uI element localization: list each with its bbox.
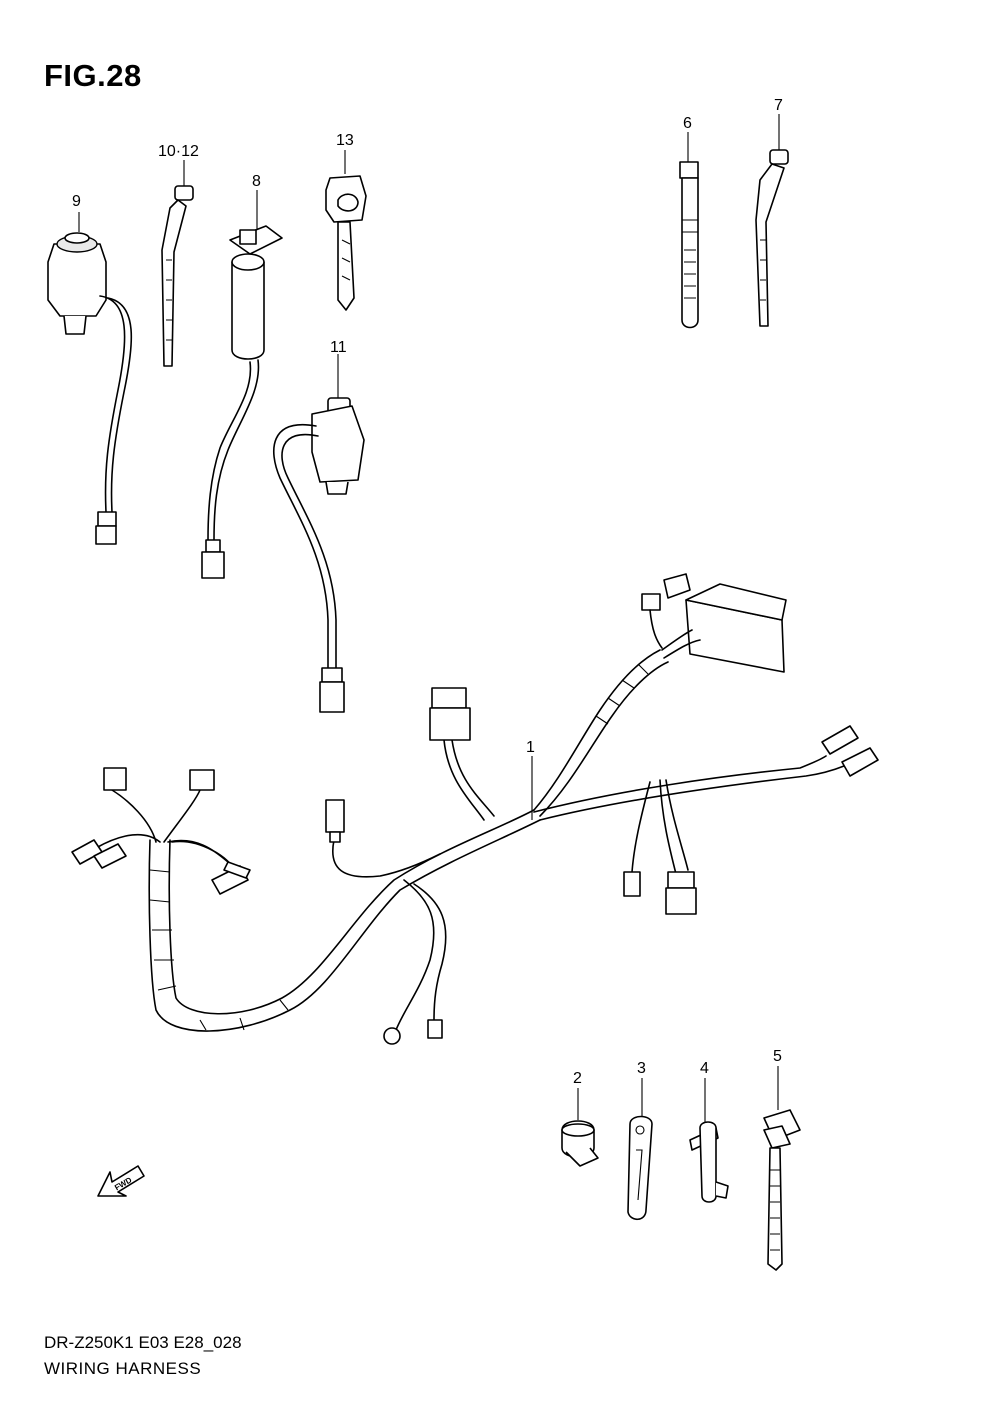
callout-8: 8 [252,173,261,190]
part-10-12-cable-tie[interactable] [161,160,194,367]
part-9-switch[interactable] [47,212,133,545]
part-5-tie-clip[interactable] [763,1066,801,1271]
callout-6: 6 [683,115,692,132]
callout-1: 1 [526,739,535,756]
callout-9: 9 [72,193,81,210]
callout-7: 7 [774,97,783,114]
part-11-switch[interactable] [273,354,365,713]
part-7-cable-tie[interactable] [755,114,789,327]
figure-name: WIRING HARNESS [44,1359,202,1378]
callout-10-12: 10·12 [158,143,199,160]
part-3-clamp-strap[interactable] [627,1078,653,1221]
part-8-ignition-switch[interactable] [201,190,283,579]
part-2-clamp[interactable] [561,1088,599,1167]
callout-3: 3 [637,1060,646,1077]
callout-13: 13 [336,132,354,149]
part-6-cable-tie[interactable] [679,132,699,329]
callout-2: 2 [573,1070,582,1087]
figure-code: DR-Z250K1 E03 E28_028 [44,1333,242,1352]
callout-5: 5 [773,1048,782,1065]
callout-4: 4 [700,1060,709,1077]
part-1-main-harness[interactable] [71,573,879,1045]
figure-title: FIG.28 [44,58,142,93]
part-4-clip[interactable] [689,1078,729,1203]
fwd-arrow-icon: FWD [97,1165,145,1197]
callout-11: 11 [330,339,347,356]
part-13-key[interactable] [325,150,367,311]
